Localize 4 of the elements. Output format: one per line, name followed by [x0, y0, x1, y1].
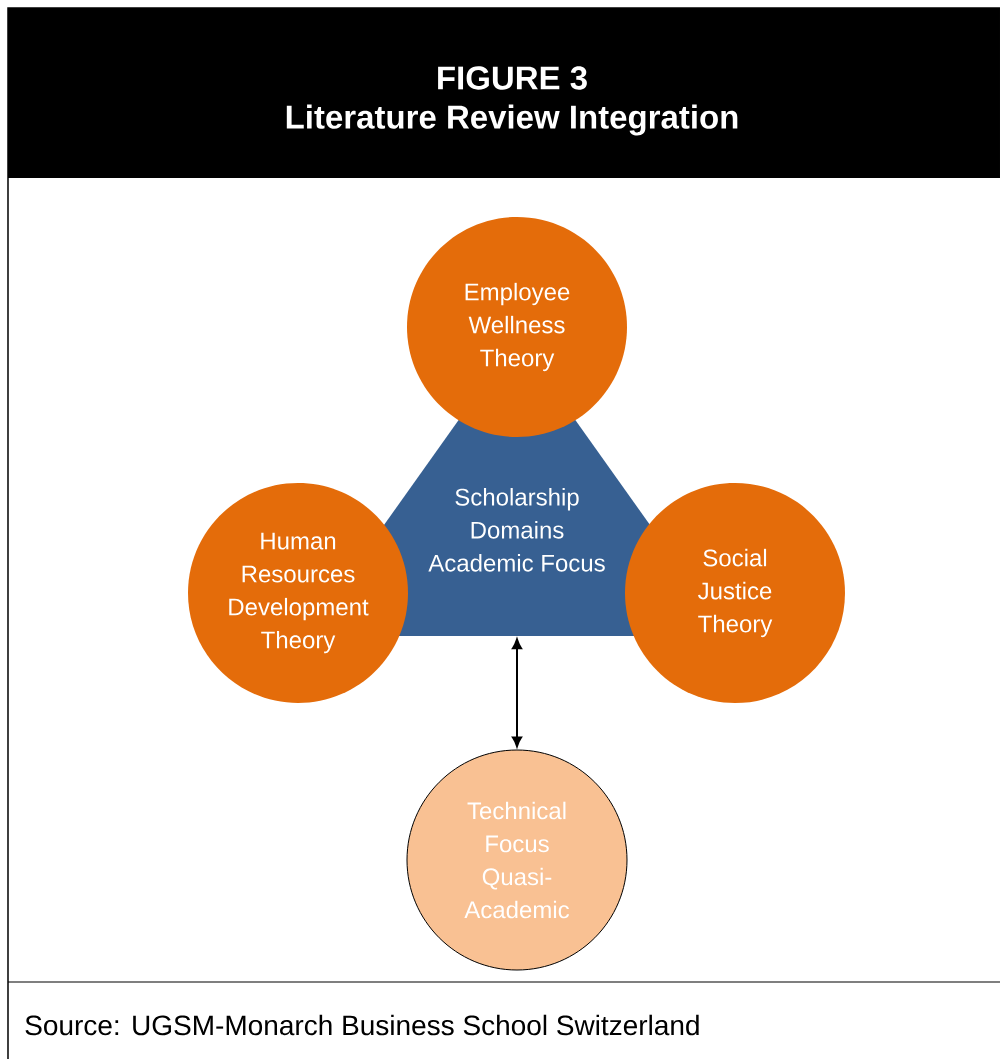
title-text: Literature Review Integration [286, 104, 738, 136]
double-arrow [511, 638, 523, 748]
source-note: Source: UGSM-Monarch Business School Switzerland [25, 1014, 699, 1036]
figure-number: FIGURE 3 [438, 66, 587, 90]
